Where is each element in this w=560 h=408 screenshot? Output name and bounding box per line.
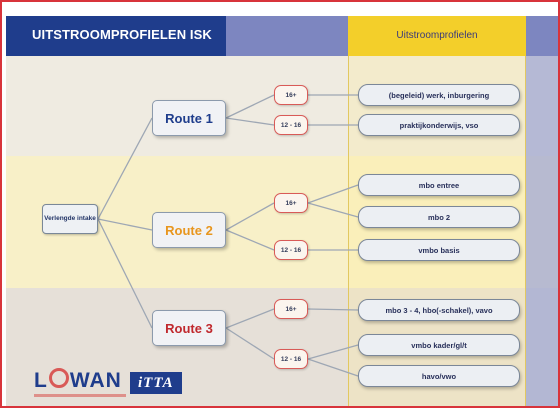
- lowan-logo-underline: [34, 394, 126, 397]
- profile-vmbo-kader: vmbo kader/gl/t: [358, 334, 520, 356]
- route-1-band: [6, 56, 558, 156]
- connector-intake-route-2: [97, 218, 153, 231]
- connector-r3-16plus-mbo-3-4: [307, 308, 359, 311]
- route-3-node: Route 3: [152, 310, 226, 346]
- lowan-logo-wan: WAN: [69, 369, 122, 392]
- connector-route-2-12-16: [225, 229, 275, 251]
- header-segment-right: [526, 16, 558, 56]
- lowan-logo: L WAN: [34, 366, 122, 394]
- column-divider-left: [348, 56, 349, 406]
- itta-logo: iTTA: [130, 372, 182, 394]
- header-segment: [226, 16, 348, 56]
- route-2-node: Route 2: [152, 212, 226, 248]
- connector-route-1-16plus: [225, 94, 275, 119]
- connector-route-2-16plus: [225, 202, 275, 231]
- lowan-logo-text: L WAN: [34, 367, 122, 393]
- lowan-logo-o-mark: [48, 368, 69, 388]
- right-strip: [526, 56, 558, 406]
- profile-mbo-2: mbo 2: [358, 206, 520, 228]
- route-2-age-16plus: 16+: [274, 193, 308, 213]
- slide: UITSTROOMPROFIELEN ISK Uitstroomprofiele…: [6, 16, 558, 406]
- profile-begeleid-werk: (begeleid) werk, inburgering: [358, 84, 520, 106]
- profile-mbo-3-4: mbo 3 - 4, hbo(-schakel), vavo: [358, 299, 520, 321]
- connector-route-3-12-16: [225, 327, 275, 360]
- column-title: Uitstroomprofielen: [396, 30, 478, 41]
- intake-node: Verlengde intake: [42, 204, 98, 234]
- profile-havo-vwo: havo/vwo: [358, 365, 520, 387]
- slide-title: UITSTROOMPROFIELEN ISK: [32, 27, 212, 42]
- route-3-age-16plus: 16+: [274, 299, 308, 319]
- route-1-node: Route 1: [152, 100, 226, 136]
- connector-intake-route-3: [97, 218, 153, 329]
- connector-lines: [97, 94, 359, 377]
- column-divider-right: [525, 56, 526, 406]
- connector-r3-12-16-havo-vwo: [307, 358, 359, 377]
- connector-r3-12-16-vmbo-kader: [307, 344, 359, 360]
- connector-route-3-16plus: [225, 308, 275, 329]
- route-1-age-12-16: 12 - 16: [274, 115, 308, 135]
- connector-r2-16plus-mbo-2: [307, 202, 359, 218]
- header-column-cell: [348, 16, 526, 56]
- profile-vmbo-basis: vmbo basis: [358, 239, 520, 261]
- connector-intake-route-1: [97, 117, 153, 220]
- lowan-logo-l: L: [34, 369, 48, 392]
- profile-mbo-entree: mbo entree: [358, 174, 520, 196]
- profile-praktijkonderwijs: praktijkonderwijs, vso: [358, 114, 520, 136]
- route-1-age-16plus: 16+: [274, 85, 308, 105]
- route-3-age-12-16: 12 - 16: [274, 349, 308, 369]
- connector-route-1-12-16: [225, 117, 275, 126]
- connector-r2-16plus-mbo-entree: [307, 184, 359, 204]
- route-2-age-12-16: 12 - 16: [274, 240, 308, 260]
